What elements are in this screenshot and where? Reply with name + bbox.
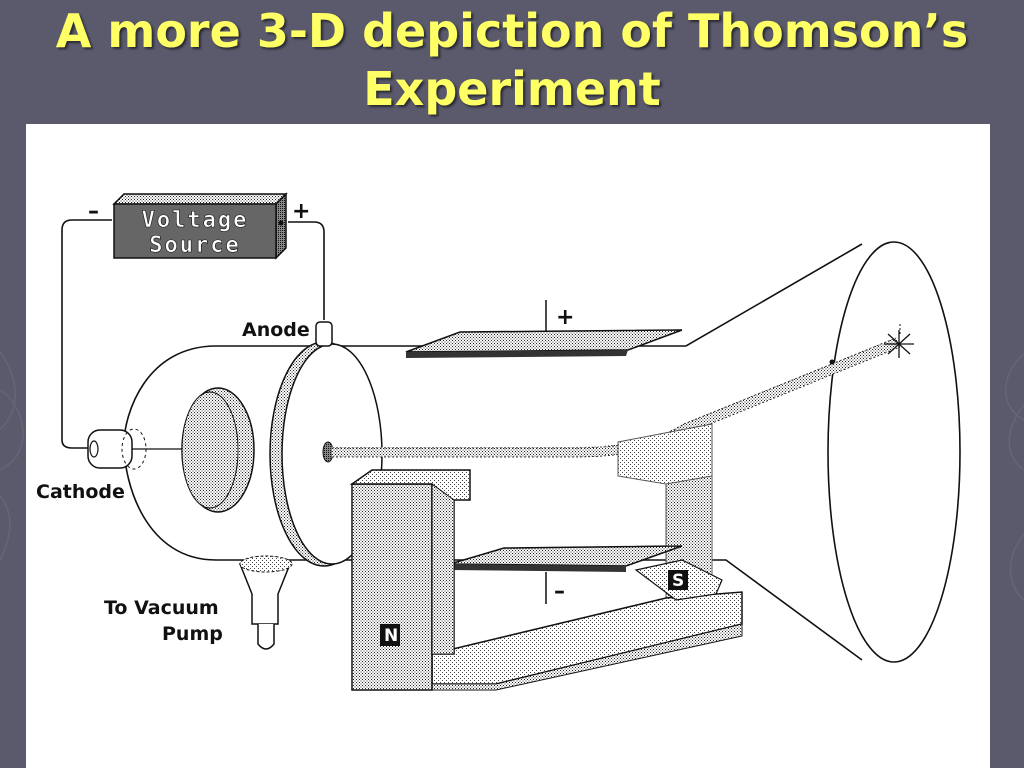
circuit-wires <box>61 219 325 449</box>
cathode-ray-tube <box>123 241 961 663</box>
slide-title: A more 3-D depiction of Thomson’s Experi… <box>0 0 1024 132</box>
cathode-disk <box>132 387 255 513</box>
vacuum-pump-label-line-1: To Vacuum <box>104 597 219 619</box>
slide-title-line-2: Experiment <box>363 62 661 116</box>
anode-label: Anode <box>242 319 310 341</box>
voltage-negative-sign: – <box>88 199 99 224</box>
bottom-deflection-plate <box>449 545 683 604</box>
top-deflection-plate <box>405 300 683 358</box>
south-pole-label: S <box>672 571 684 591</box>
slide-title-line-1: A more 3-D depiction of Thomson’s <box>55 4 969 58</box>
north-pole-label: N <box>384 626 398 646</box>
figure-panel: Voltage Source – + <box>26 124 990 768</box>
voltage-source: Voltage Source <box>112 192 288 260</box>
cathode-label: Cathode <box>36 481 125 503</box>
thomson-experiment-diagram: Voltage Source – + <box>36 192 961 691</box>
voltage-source-label-line-2: Source <box>149 233 240 258</box>
voltage-positive-sign: + <box>292 199 310 224</box>
voltage-source-label-line-1: Voltage <box>142 208 249 233</box>
magnet-north-pole <box>349 469 743 691</box>
vacuum-pump-tube <box>238 555 293 650</box>
top-plate-positive-sign: + <box>556 305 574 330</box>
vacuum-pump-label-line-2: Pump <box>162 623 223 645</box>
bottom-plate-negative-sign: – <box>554 579 565 604</box>
anode-connector <box>315 321 333 347</box>
